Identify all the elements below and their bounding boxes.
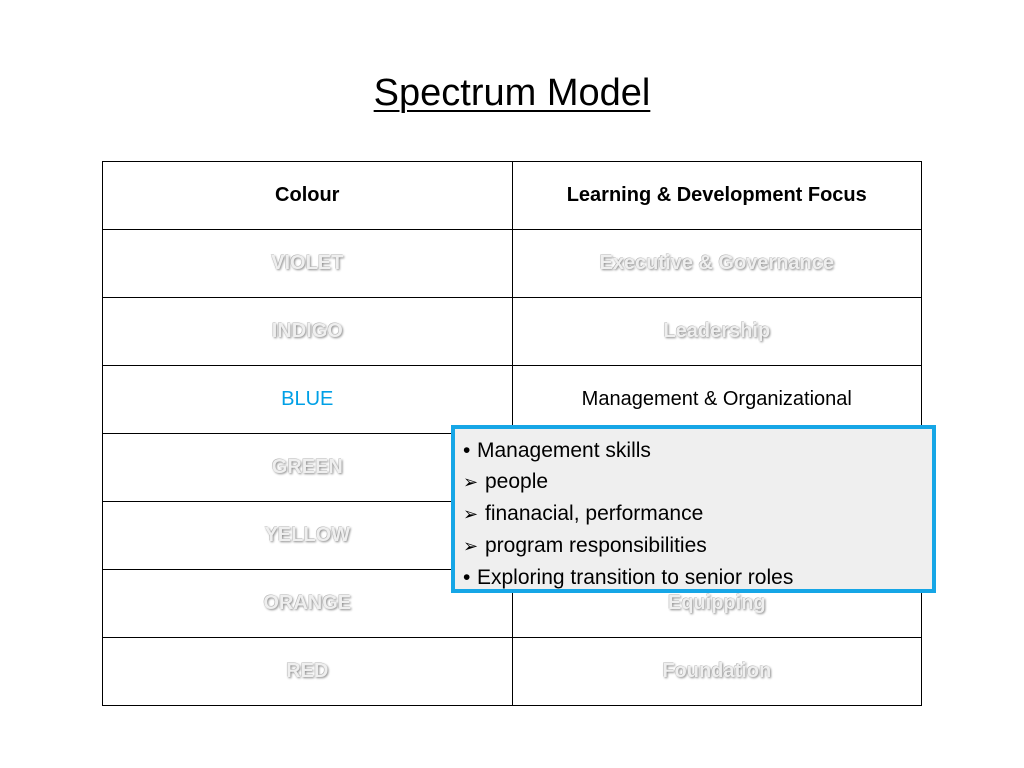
callout-text: finanacial, performance [485, 502, 704, 525]
spectrum-table: Colour Learning & Development Focus VIOL… [102, 161, 922, 706]
callout-text: program responsibilities [485, 534, 707, 557]
arrow-bullet-icon: ➢ [463, 504, 479, 524]
callout-line: ➢ people [463, 466, 932, 498]
callout-line: • Exploring transition to senior roles [463, 562, 932, 593]
callout-text: people [485, 470, 549, 493]
bullet-icon: • [463, 439, 471, 462]
callout-line: • Management skills [463, 435, 932, 466]
header-focus: Learning & Development Focus [511, 161, 922, 230]
colour-cell-red: RED [102, 637, 513, 706]
callout-line: ➢ finanacial, performance [463, 498, 932, 530]
colour-cell-violet: VIOLET [102, 229, 513, 298]
header-colour: Colour [102, 161, 513, 230]
callout-line: ➢ program responsibilities [463, 530, 932, 562]
colour-cell-orange: ORANGE [102, 569, 513, 638]
table-row: VIOLET Executive & Governance [102, 229, 922, 298]
table-row: BLUE Management & Organizational [102, 365, 922, 434]
colour-cell-yellow: YELLOW [102, 501, 513, 570]
focus-cell-red: Foundation [511, 637, 922, 706]
colour-cell-blue: BLUE [102, 365, 513, 434]
callout-text: Management skills [477, 439, 651, 462]
slide-title: Spectrum Model [373, 72, 651, 114]
blue-detail-callout: • Management skills ➢ people ➢ finanacial, … [451, 425, 936, 593]
focus-cell-indigo: Leadership [511, 297, 922, 366]
colour-cell-indigo: INDIGO [102, 297, 513, 366]
bullet-icon: • [463, 566, 471, 589]
colour-cell-green: GREEN [102, 433, 513, 502]
table-header-row: Colour Learning & Development Focus [102, 161, 922, 230]
arrow-bullet-icon: ➢ [463, 536, 479, 556]
table-row: INDIGO Leadership [102, 297, 922, 366]
callout-text: Exploring transition to senior roles [477, 566, 794, 589]
arrow-bullet-icon: ➢ [463, 472, 479, 492]
table-row: RED Foundation [102, 637, 922, 706]
focus-cell-violet: Executive & Governance [511, 229, 922, 298]
focus-cell-blue: Management & Organizational [511, 365, 922, 434]
